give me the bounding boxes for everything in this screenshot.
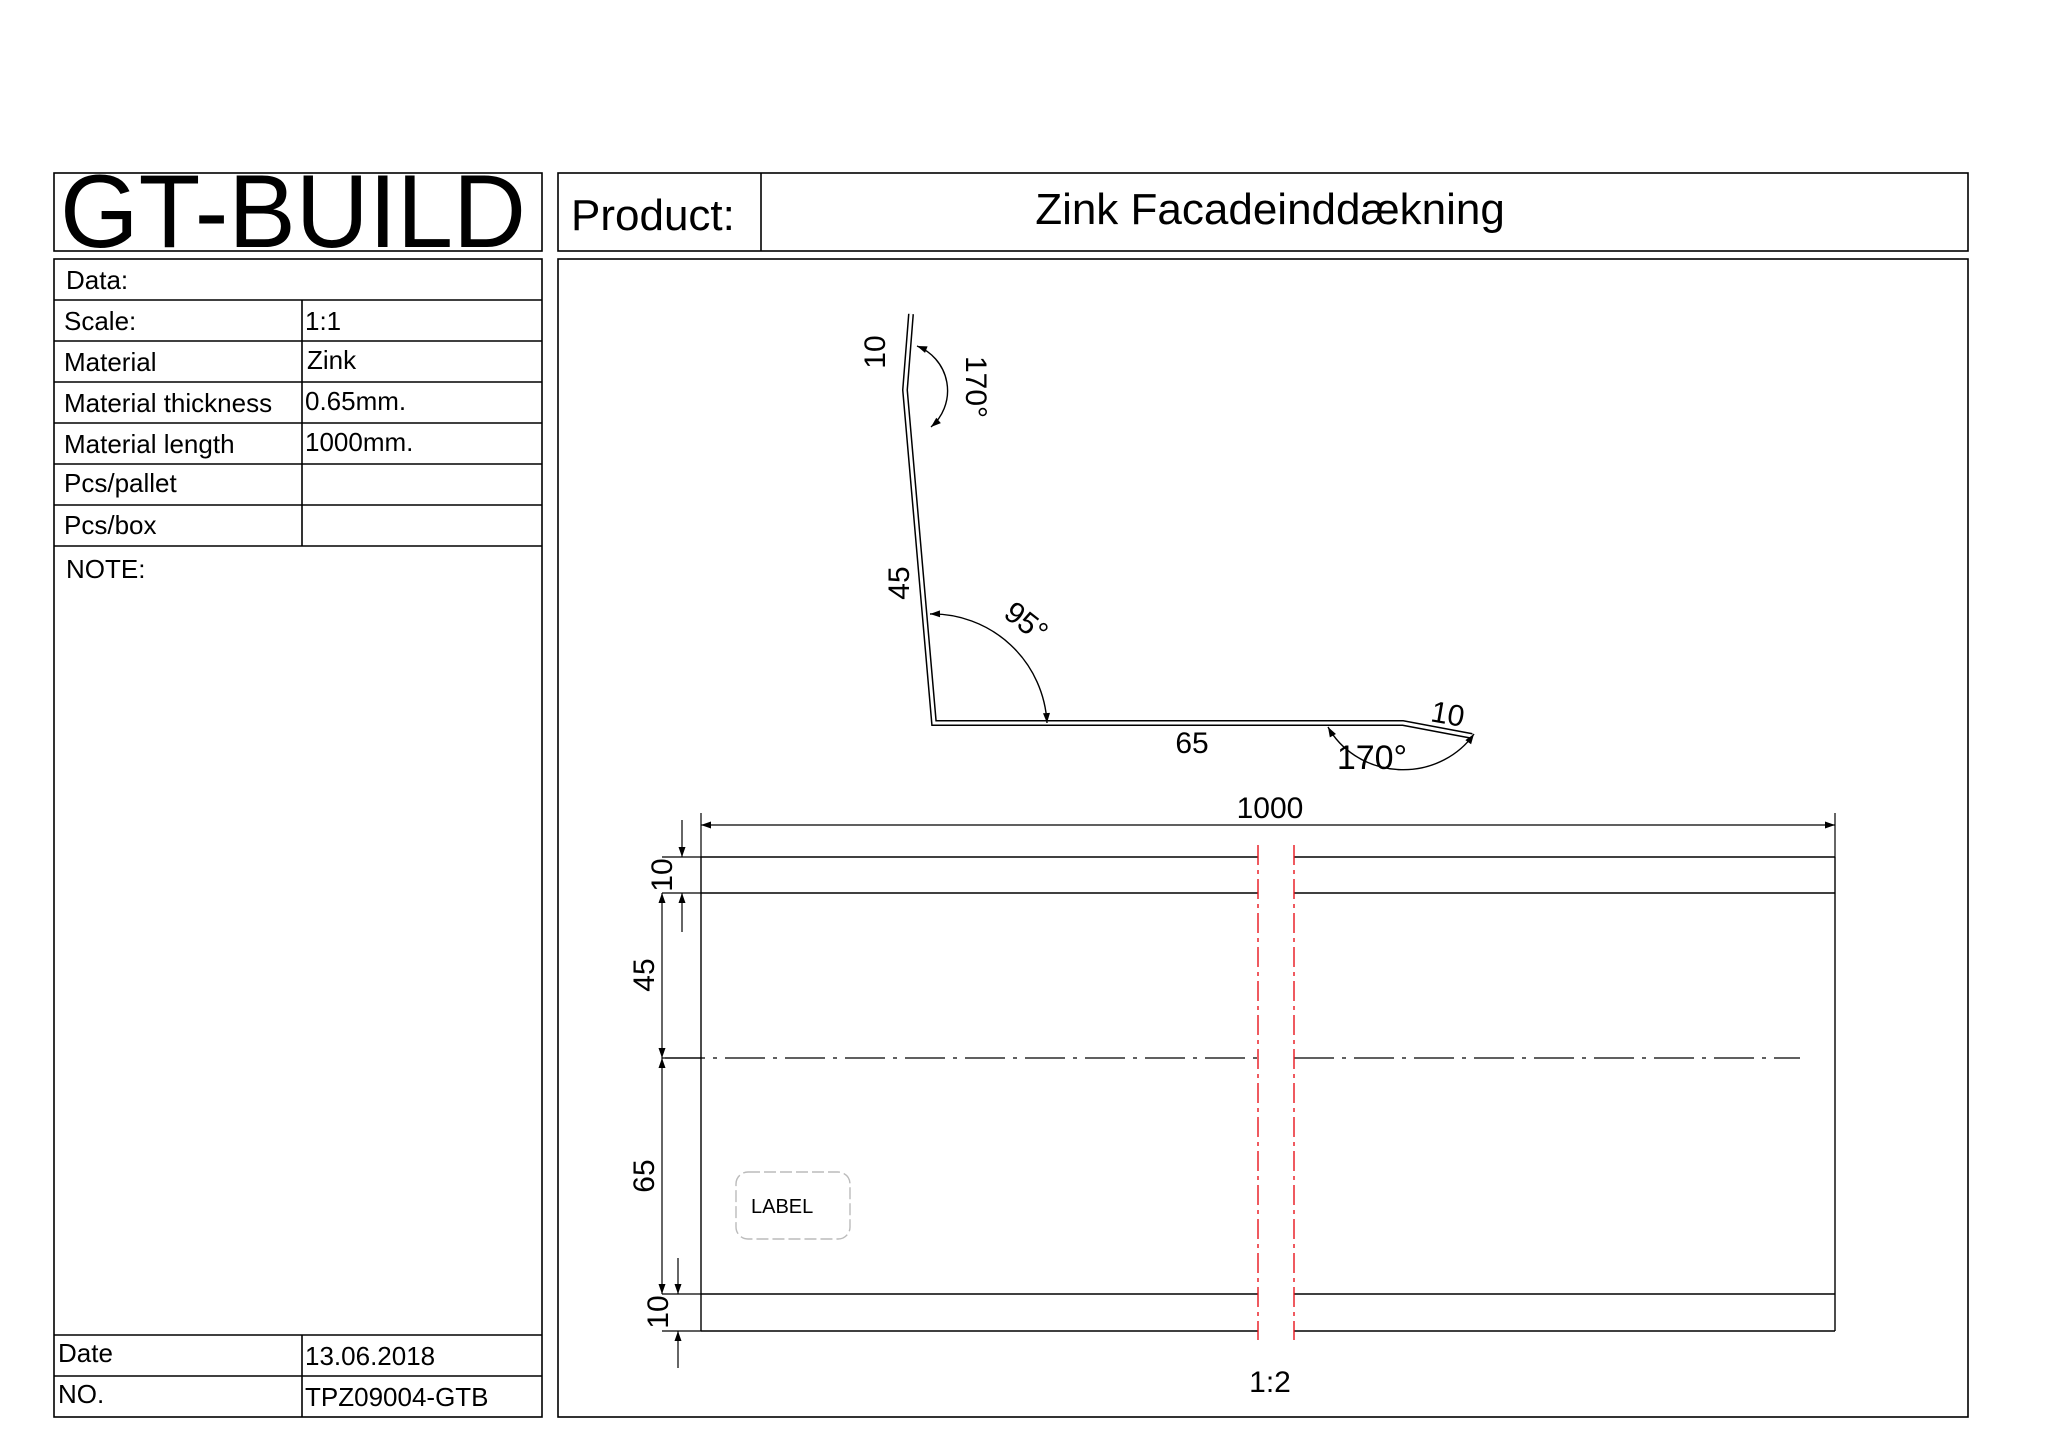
product-header xyxy=(557,172,1969,252)
number-value: TPZ09004-GTB xyxy=(305,1382,489,1412)
top-flange-dim: 10 xyxy=(859,335,892,368)
top-angle-arc xyxy=(916,345,949,428)
pcs-pallet-label: Pcs/pallet xyxy=(64,468,177,498)
material-label: Material xyxy=(64,347,156,377)
material-length-value: 1000mm. xyxy=(305,427,413,457)
number-label: NO. xyxy=(58,1379,104,1409)
scale-value: 1:1 xyxy=(305,306,341,336)
end-angle-arc xyxy=(1327,726,1475,771)
profile-section: 10 170° 45 95° 65 10 170° xyxy=(859,313,1475,777)
sheet-bottom-dim: 10 xyxy=(642,1295,675,1328)
length-dim: 1000 xyxy=(1237,792,1304,825)
note-label: NOTE: xyxy=(66,554,145,584)
material-thickness-label: Material thickness xyxy=(64,388,272,418)
date-label: Date xyxy=(58,1338,113,1368)
info-table-frame xyxy=(53,258,543,1418)
upright-dim: 45 xyxy=(883,566,916,599)
data-label: Data: xyxy=(66,265,128,295)
end-flange-dim: 10 xyxy=(1428,695,1467,733)
label-box xyxy=(735,1171,851,1240)
pcs-box-label: Pcs/box xyxy=(64,510,157,540)
sheet-upper-dim: 45 xyxy=(628,958,661,991)
product-name: Zink Facadeinddækning xyxy=(1035,185,1505,234)
date-value: 13.06.2018 xyxy=(305,1341,435,1371)
main-angle-arc xyxy=(929,610,1050,724)
product-label: Product: xyxy=(571,191,735,240)
drawing-frame xyxy=(557,258,1969,1418)
end-angle-dim: 170° xyxy=(1337,739,1407,777)
top-angle-dim: 170° xyxy=(959,356,992,418)
sheet-view: 1000 xyxy=(628,792,1836,1399)
brand-logo: GT-BUILD xyxy=(60,154,526,270)
sheet-lower-dim: 65 xyxy=(628,1159,661,1192)
info-rows: Scale: 1:1 Material Zink Material thickn… xyxy=(64,306,413,540)
scale-label: Scale: xyxy=(64,306,136,336)
sheet-top-dim: 10 xyxy=(646,858,679,891)
material-thickness-value: 0.65mm. xyxy=(305,386,406,416)
title-block xyxy=(53,172,543,1418)
material-value: Zink xyxy=(307,345,357,375)
label-box-text: LABEL xyxy=(751,1196,813,1218)
base-dim: 65 xyxy=(1175,727,1208,760)
brand-box xyxy=(53,172,543,252)
material-length-label: Material length xyxy=(64,429,235,459)
break-lines xyxy=(1257,845,1295,1340)
sheet-scale: 1:2 xyxy=(1249,1366,1291,1399)
